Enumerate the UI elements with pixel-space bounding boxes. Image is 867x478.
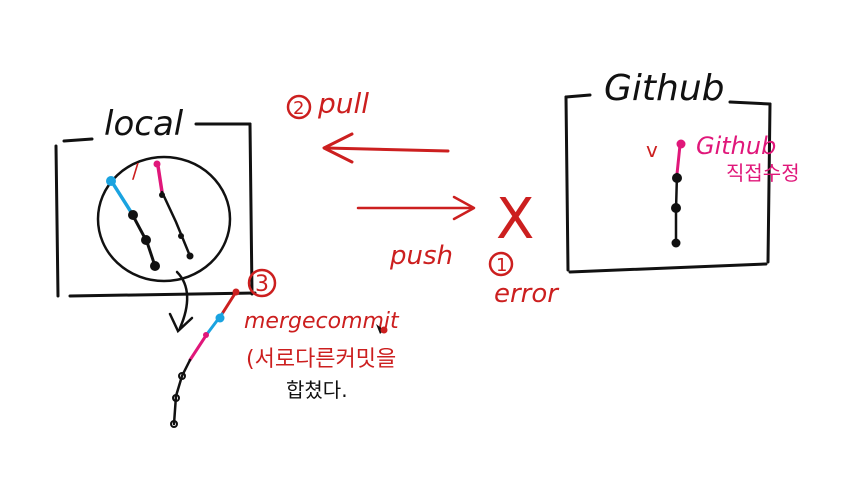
local-pink-commit-4 [186, 252, 194, 260]
error-step-number: 1 [496, 255, 507, 276]
pull-step-number: 2 [293, 98, 304, 119]
github-pink-line [675, 143, 682, 176]
github-box-top-left-stroke [564, 93, 592, 99]
github-box [564, 93, 772, 274]
pen-cursor-icon [376, 324, 388, 334]
local-box [54, 122, 257, 298]
local-box-left-edge [54, 144, 60, 298]
merged-black-line [172, 358, 192, 426]
merge-note-line2: 합쳤다. [286, 378, 348, 402]
pull-arrow-head [322, 132, 354, 164]
github-note-line1: Github [696, 132, 776, 160]
local-box-bottom-edge [68, 291, 257, 298]
github-pink-commit [676, 139, 686, 149]
error-label: error [494, 279, 560, 309]
local-pink-to-black-line [160, 190, 192, 258]
pull-arrow-shaft [324, 146, 450, 153]
local-blue-branch [110, 180, 157, 268]
merged-commit-3 [170, 420, 178, 428]
merged-pink-line [188, 332, 209, 362]
github-box-bottom-edge [568, 262, 768, 274]
merged-commit-2 [172, 394, 180, 402]
merge-step-number: 3 [255, 272, 269, 297]
local-box-top-left-stroke [62, 137, 94, 143]
push-label: push [389, 241, 453, 271]
local-pink-branch [156, 164, 192, 258]
merged-history [172, 290, 238, 426]
github-box-top-right-stroke [728, 100, 772, 106]
local-title: local [104, 104, 184, 144]
local-blue-commit [106, 176, 116, 186]
local-down-arrow [168, 270, 194, 334]
local-repo-circle [96, 155, 232, 283]
github-box-right-edge [766, 102, 772, 264]
pull-step-circle [286, 94, 312, 120]
error-cross: X [496, 187, 534, 252]
merged-blue-commit [215, 313, 225, 323]
github-title: Github [604, 68, 725, 109]
local-red-marker: / [132, 159, 139, 183]
merged-pink-commit [203, 332, 209, 338]
local-commit-1 [128, 210, 138, 220]
local-down-arrow-head [168, 312, 194, 334]
push-arrow [356, 195, 476, 221]
merge-note-line1: (서로다른커밋을 [246, 347, 396, 372]
merged-red-line [220, 290, 238, 316]
merged-commit-1 [178, 372, 186, 380]
github-commit-1 [672, 173, 682, 183]
local-pink-commit-3 [178, 233, 184, 239]
local-commit-2 [141, 235, 151, 245]
merged-red-commit [232, 288, 240, 296]
local-down-arrow-shaft [175, 270, 189, 330]
local-blue-line [110, 180, 133, 214]
github-red-marker: v [646, 138, 658, 162]
local-pink-line [156, 164, 164, 194]
github-history [674, 143, 682, 245]
local-box-right-edge [248, 122, 254, 296]
error-step-circle [488, 251, 514, 277]
github-note-line2: 직접수정 [726, 161, 800, 185]
local-commit-3 [150, 261, 160, 271]
github-box-left-edge [564, 95, 570, 272]
local-pink-commit [153, 160, 161, 168]
merge-step-circle [247, 268, 277, 298]
push-arrow-head [452, 195, 476, 221]
pull-arrow [322, 132, 450, 164]
github-commit-2 [671, 203, 681, 213]
local-pink-commit-2 [159, 192, 165, 198]
pull-label: pull [317, 87, 369, 120]
github-commit-3 [671, 238, 681, 248]
merge-commit-label: mergecommit [244, 309, 400, 334]
